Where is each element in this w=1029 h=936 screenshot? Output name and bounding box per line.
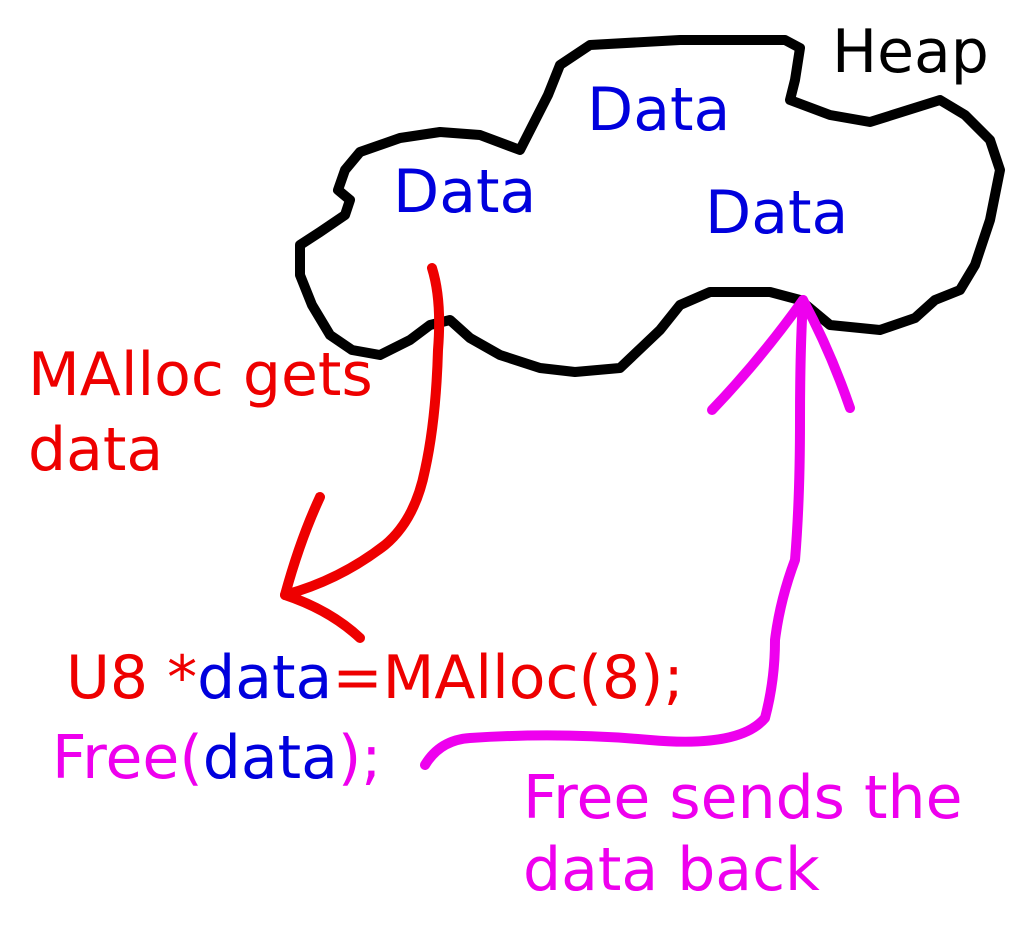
heap-cloud-outline bbox=[295, 35, 1005, 377]
malloc-caption-line2: data bbox=[28, 415, 164, 485]
free-caption-line1: Free sends the bbox=[523, 763, 963, 833]
free-arrow-head bbox=[707, 295, 855, 415]
code-free-fn-token: Free( bbox=[52, 723, 203, 793]
free-arrow-shaft bbox=[420, 295, 808, 770]
code-var-token: data bbox=[197, 643, 333, 713]
heap-data-block-3: Data bbox=[705, 178, 849, 248]
heap-data-block-2: Data bbox=[393, 157, 537, 227]
code-malloc-call-token: =MAlloc(8); bbox=[332, 643, 684, 713]
code-var-token: data bbox=[202, 723, 338, 793]
malloc-arrow-shaft bbox=[280, 263, 445, 600]
malloc-arrow-head bbox=[280, 492, 365, 643]
heap-label: Heap bbox=[832, 17, 989, 87]
malloc-caption-line1: MAlloc gets bbox=[28, 340, 373, 410]
code-type-token: U8 * bbox=[66, 643, 198, 713]
free-caption-line2: data back bbox=[523, 835, 820, 905]
code-free-close-token: ); bbox=[337, 723, 382, 793]
code-line-malloc: U8 *data=MAlloc(8); bbox=[66, 648, 684, 708]
heap-data-block-1: Data bbox=[587, 75, 731, 145]
code-line-free: Free(data); bbox=[52, 728, 382, 788]
